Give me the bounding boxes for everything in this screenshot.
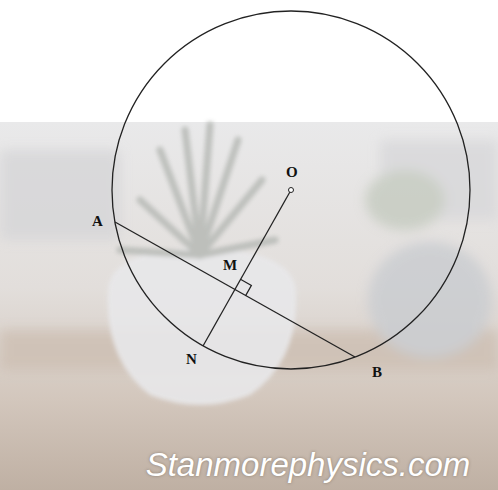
point-label: B [372,365,382,380]
plant-pot [108,125,297,405]
point-label: N [186,352,197,367]
centre-point [289,188,294,193]
point-label: O [286,165,298,180]
right-angle-marker [241,280,252,296]
watermark: Stanmorephysics.com [146,448,471,481]
point-label: M [223,258,237,273]
point-label: A [92,214,103,229]
line-on [203,190,291,346]
photo-background [0,122,498,490]
circle [112,11,470,369]
